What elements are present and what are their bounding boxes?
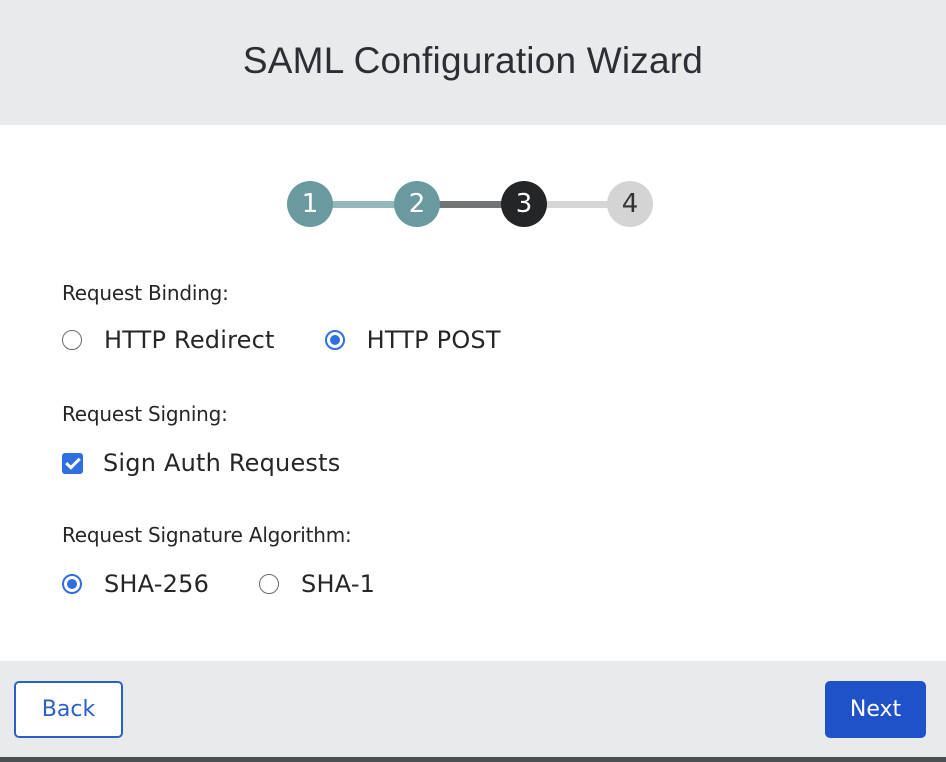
next-button[interactable]: Next [825,681,926,738]
step-2-indicator[interactable]: 2 [394,181,440,227]
sign-auth-requests-label: Sign Auth Requests [103,449,341,477]
http-post-option[interactable]: HTTP POST [324,326,501,354]
stepper-connector-3-4 [524,201,632,208]
wizard-stepper: 1 2 3 4 [286,181,654,229]
sha-256-option[interactable]: SHA-256 [62,570,209,598]
request-binding-label: Request Binding: [62,281,229,305]
http-post-label: HTTP POST [366,326,501,354]
step-1-indicator[interactable]: 1 [287,181,333,227]
sha-1-option[interactable]: SHA-1 [259,570,375,598]
http-redirect-option[interactable]: HTTP Redirect [62,326,275,354]
step-3-indicator: 3 [501,181,547,227]
wizard-footer: Back Next [0,661,946,762]
stepper-connector-2-3 [417,201,525,208]
sha-256-radio[interactable] [62,574,82,594]
signature-algorithm-label: Request Signature Algorithm: [62,523,352,547]
step-4-indicator: 4 [607,181,653,227]
sign-auth-requests-checkbox[interactable] [62,452,83,474]
wizard-header: SAML Configuration Wizard [0,0,946,125]
sha-1-radio[interactable] [259,574,280,594]
sha-256-label: SHA-256 [104,570,210,598]
request-signing-options: Sign Auth Requests [62,449,390,477]
http-post-radio[interactable] [324,330,345,350]
request-binding-options: HTTP Redirect HTTP POST [62,326,551,354]
signature-algorithm-options: SHA-256 SHA-1 [62,570,425,598]
sign-auth-requests-option[interactable]: Sign Auth Requests [62,449,340,477]
footer-bottom-bar [0,757,946,762]
http-redirect-radio[interactable] [62,330,82,350]
request-signing-label: Request Signing: [62,402,228,426]
page-title: SAML Configuration Wizard [242,39,704,81]
back-button[interactable]: Back [14,681,123,738]
http-redirect-label: HTTP Redirect [104,326,275,354]
sha-1-label: SHA-1 [301,570,376,598]
stepper-connector-1-2 [310,201,418,208]
